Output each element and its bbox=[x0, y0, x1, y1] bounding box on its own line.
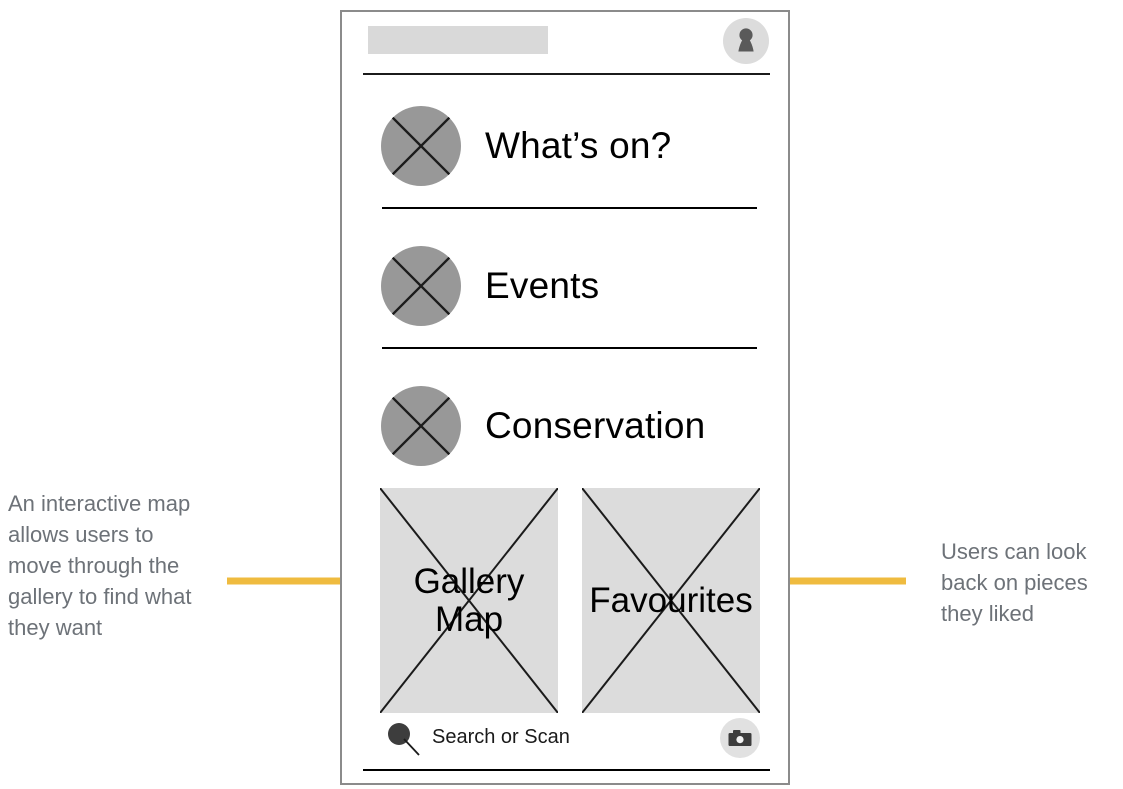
menu-item-whats-on[interactable]: What’s on? bbox=[342, 76, 788, 216]
placeholder-image-icon bbox=[582, 488, 760, 713]
camera-scan-button[interactable] bbox=[720, 718, 760, 758]
annotation-gallery-map: An interactive map allows users to move … bbox=[8, 491, 192, 640]
header-divider bbox=[363, 73, 770, 75]
app-title-placeholder bbox=[368, 26, 548, 54]
menu-item-label: What’s on? bbox=[485, 125, 672, 166]
search-underline bbox=[363, 769, 770, 771]
tile-label: Favourites bbox=[589, 580, 753, 620]
menu-item-conservation[interactable]: Conservation bbox=[342, 356, 788, 496]
user-avatar-icon bbox=[738, 28, 754, 52]
tile-favourites[interactable]: Favourites bbox=[582, 488, 760, 713]
phone-mockup-frame: What’s on? Events Conservation bbox=[340, 10, 790, 785]
placeholder-circle-icon bbox=[381, 386, 461, 466]
list-divider bbox=[382, 207, 757, 209]
search-input[interactable]: Search or Scan bbox=[432, 726, 570, 748]
placeholder-image-icon bbox=[380, 488, 558, 713]
app-header bbox=[342, 12, 788, 74]
placeholder-circle-icon bbox=[381, 106, 461, 186]
list-divider bbox=[382, 347, 757, 349]
menu-item-label: Conservation bbox=[485, 405, 706, 446]
placeholder-circle-icon bbox=[381, 246, 461, 326]
camera-icon bbox=[728, 729, 752, 746]
tile-grid: Gallery Map Favourites bbox=[342, 488, 788, 713]
menu-item-events[interactable]: Events bbox=[342, 216, 788, 356]
tile-label: Gallery Map bbox=[413, 561, 525, 639]
menu-item-label: Events bbox=[485, 265, 600, 306]
magnifier-icon[interactable] bbox=[386, 721, 422, 757]
tile-gallery-map[interactable]: Gallery Map bbox=[380, 488, 558, 713]
annotation-favourites: Users can look back on pieces they liked bbox=[941, 539, 1088, 626]
profile-avatar-button[interactable] bbox=[723, 18, 769, 64]
search-bar[interactable]: Search or Scan bbox=[342, 713, 788, 771]
